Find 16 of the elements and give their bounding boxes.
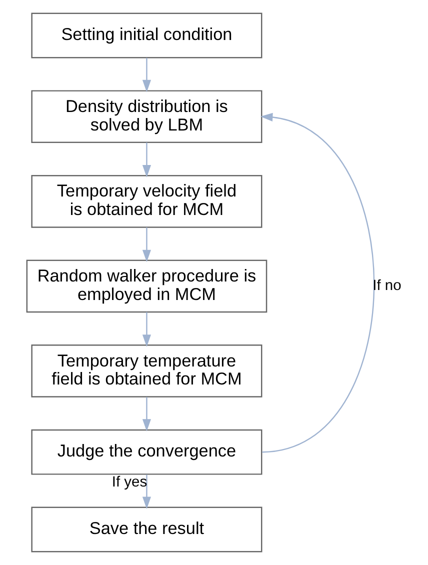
- edge-label: If no: [372, 278, 402, 294]
- edge-label: If yes: [112, 474, 148, 491]
- node-box: Temporary velocity field is obtained for MCM: [31, 174, 262, 228]
- arrow: [142, 142, 152, 178]
- arrow: [142, 58, 152, 92]
- arrow: [142, 474, 152, 510]
- node-box: Save the result: [31, 506, 262, 552]
- node-box: Density distribution is solved by LBM: [31, 90, 262, 144]
- node-box: Temporary temperature field is obtained for MCM: [31, 344, 262, 398]
- arrow: [260, 112, 374, 453]
- arrow: [142, 312, 152, 347]
- node-box: Setting initial condition: [31, 12, 262, 58]
- arrow: [142, 397, 152, 432]
- arrow: [142, 227, 152, 262]
- node-box: Judge the convergence: [31, 429, 262, 475]
- node-box: Random walker procedure is employed in MCM: [26, 260, 268, 313]
